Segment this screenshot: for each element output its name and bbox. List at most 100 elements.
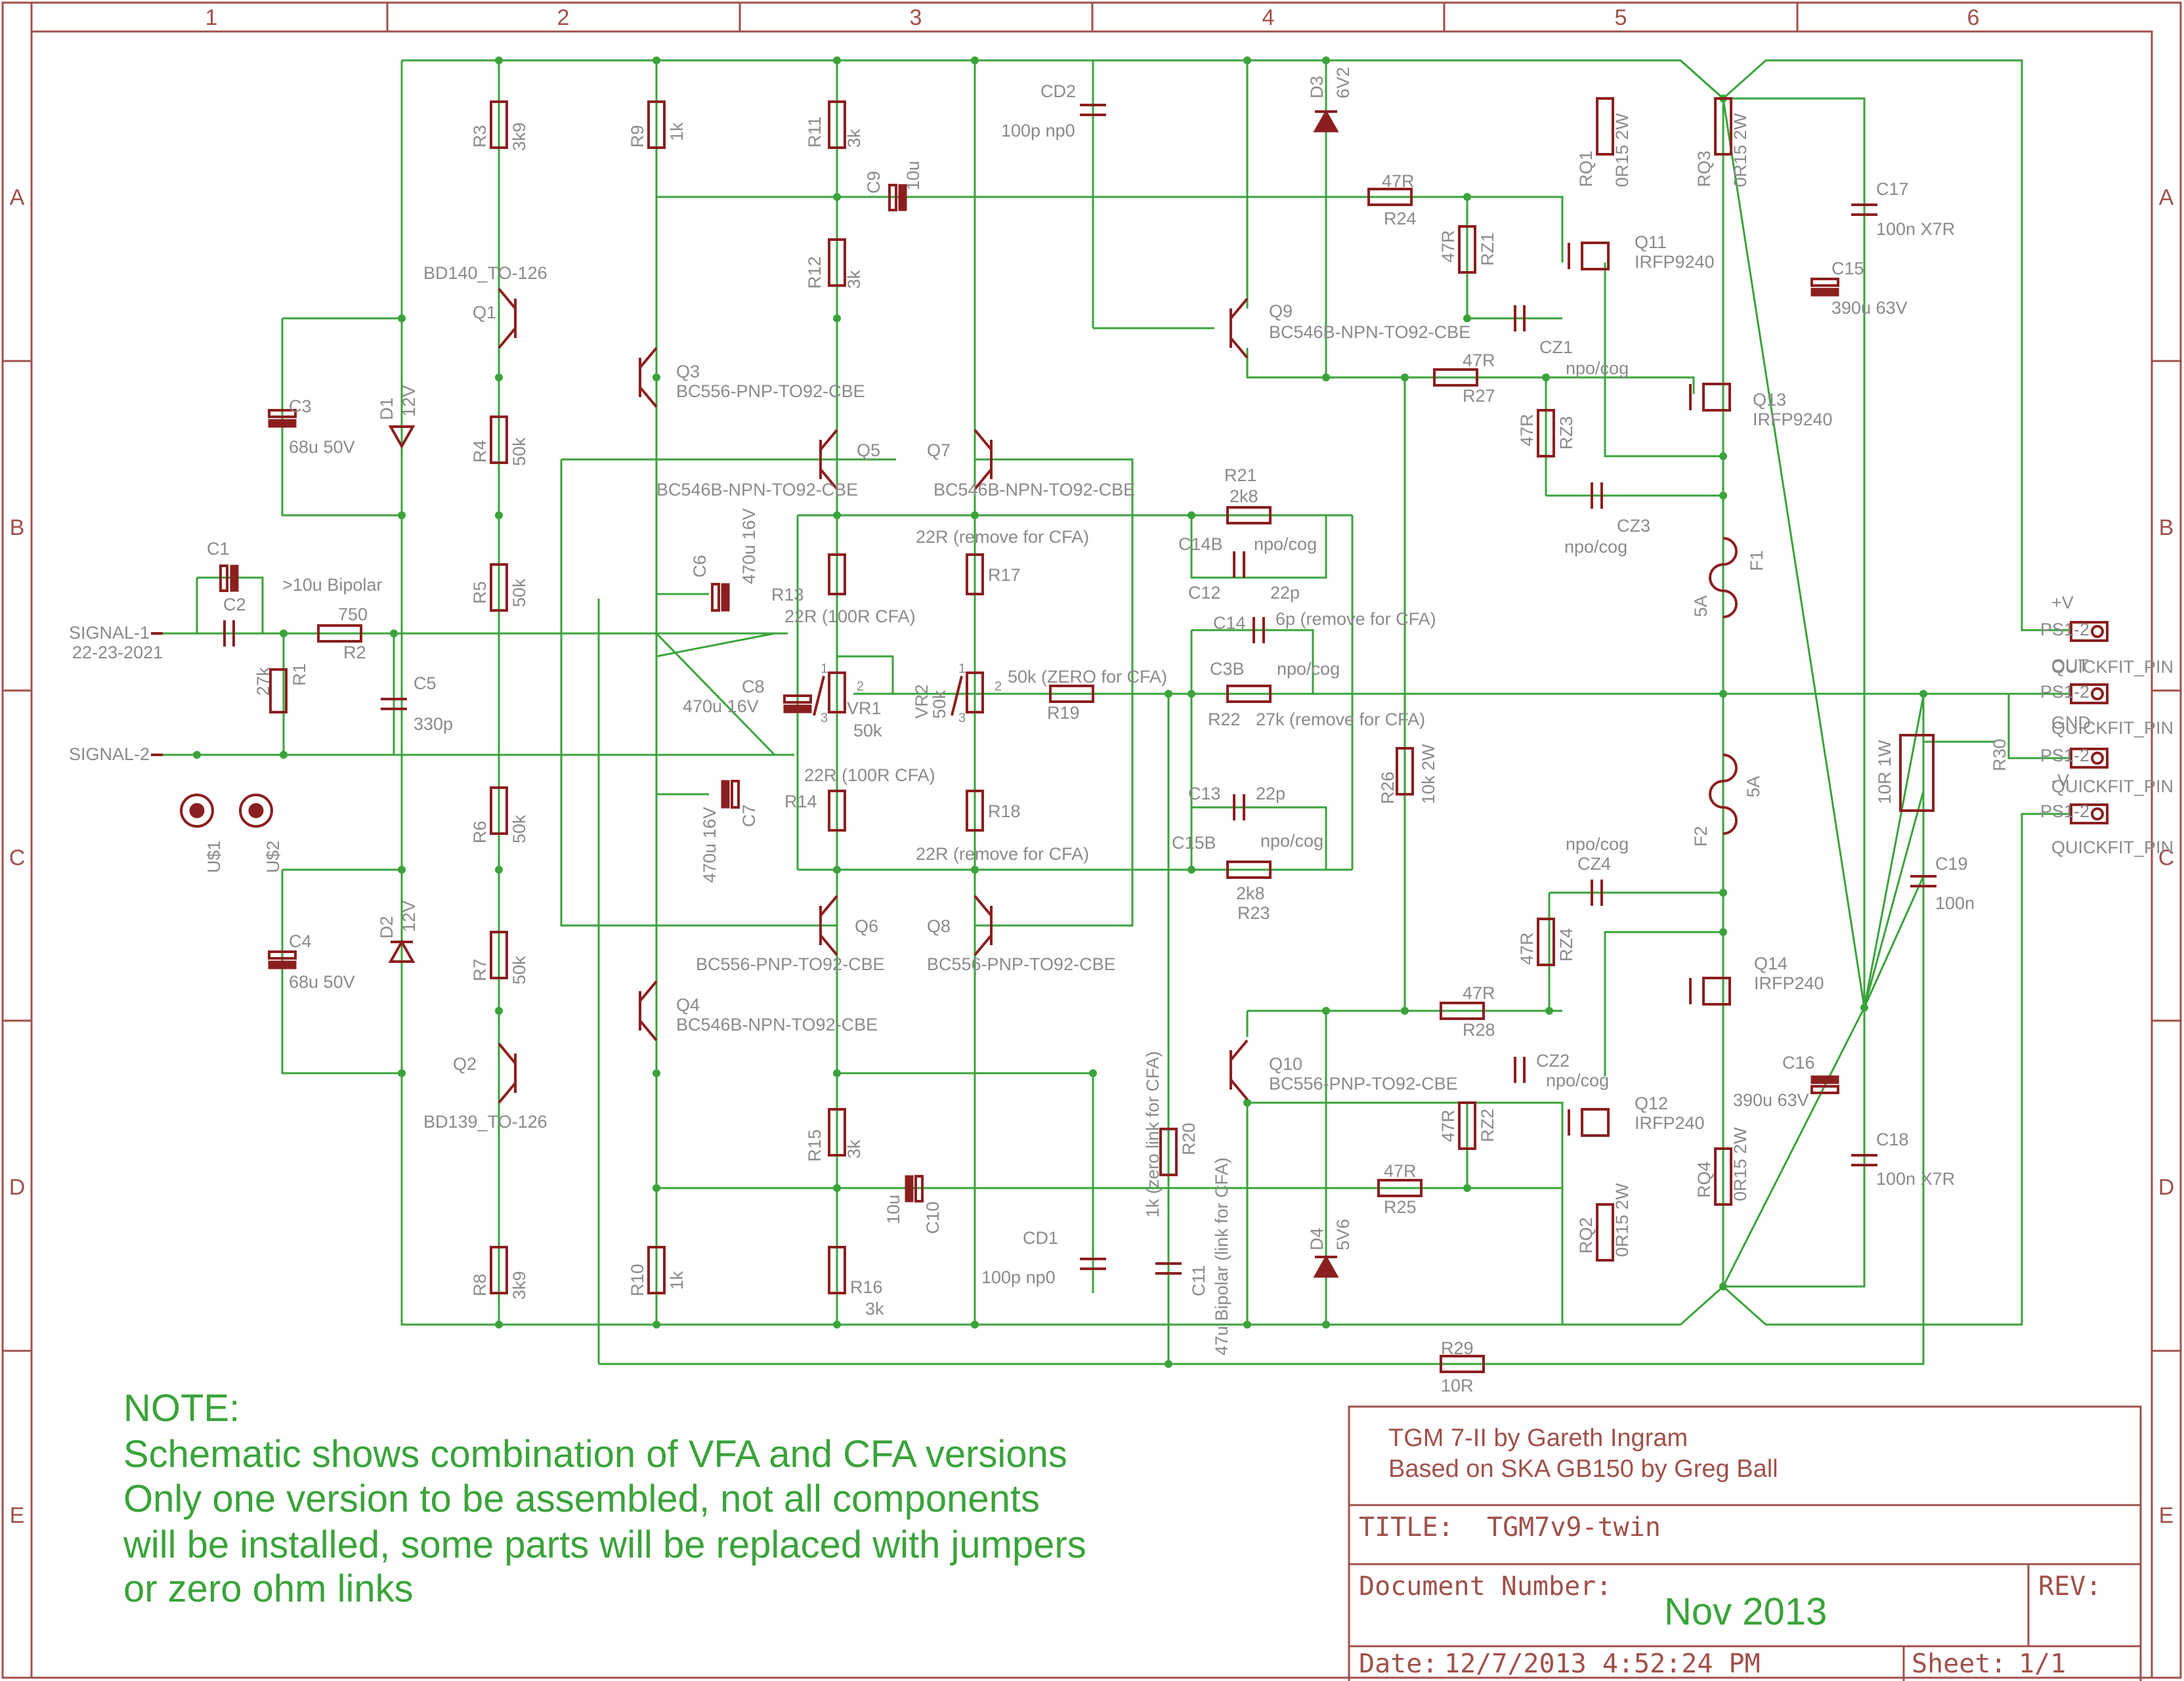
r4-body[interactable] <box>490 415 508 464</box>
rq4-body[interactable] <box>1714 1147 1732 1206</box>
q8-transistor[interactable] <box>974 895 993 956</box>
r13-body[interactable] <box>828 553 846 595</box>
c10-cap[interactable] <box>905 1175 924 1202</box>
r22-body[interactable] <box>1226 685 1272 703</box>
rz4-body[interactable] <box>1537 918 1555 966</box>
rz3-body[interactable] <box>1537 409 1555 457</box>
d1-diode[interactable] <box>388 425 416 450</box>
rq1-body[interactable] <box>1596 97 1614 156</box>
r9-body[interactable] <box>647 100 666 149</box>
q12-mosfet[interactable] <box>1568 1108 1610 1137</box>
c14b-c12-cap[interactable] <box>1233 551 1245 578</box>
r19-body[interactable] <box>1049 685 1094 703</box>
vr1-pot[interactable] <box>813 671 846 716</box>
r6-body[interactable] <box>490 786 508 835</box>
c8-cap[interactable] <box>783 694 812 713</box>
label-q2t: BD139_TO-126 <box>423 1112 547 1132</box>
c7-cap[interactable] <box>721 780 740 809</box>
q7-transistor[interactable] <box>974 429 993 490</box>
r3-body[interactable] <box>490 100 508 149</box>
r7-body[interactable] <box>490 931 508 979</box>
q9-transistor[interactable] <box>1230 297 1249 359</box>
f2-fuse[interactable] <box>1709 754 1738 835</box>
r2-body[interactable] <box>317 624 362 643</box>
rq2-body[interactable] <box>1596 1203 1614 1262</box>
r14-body[interactable] <box>828 790 846 832</box>
label-rz3t: 47R <box>1517 414 1537 446</box>
d4-diode[interactable] <box>1313 1254 1339 1278</box>
c5-cap[interactable] <box>381 698 407 710</box>
f1-fuse[interactable] <box>1709 537 1738 618</box>
cz1-cap[interactable] <box>1514 305 1526 331</box>
connector-gnd[interactable] <box>2070 748 2109 769</box>
label-c8v: 470u 16V <box>683 696 759 716</box>
label-c5: C5 <box>414 673 437 693</box>
connector-out[interactable] <box>2070 683 2109 704</box>
cz4-cap[interactable] <box>1591 880 1603 906</box>
q10-transistor[interactable] <box>1230 1039 1249 1101</box>
c2-cap[interactable] <box>223 620 235 647</box>
rz2-body[interactable] <box>1458 1101 1476 1150</box>
q3-transistor[interactable] <box>639 347 658 408</box>
r26-body[interactable] <box>1396 747 1414 796</box>
c13-c15b-cap[interactable] <box>1233 794 1245 820</box>
r10-body[interactable] <box>647 1246 666 1294</box>
r30-body[interactable] <box>1899 734 1935 812</box>
r29-body[interactable] <box>1440 1355 1485 1373</box>
cz2-cap[interactable] <box>1514 1057 1526 1083</box>
rq3-body[interactable] <box>1714 97 1732 156</box>
label-vr1p1: 1 <box>821 662 828 676</box>
q2-transistor[interactable] <box>498 1042 517 1104</box>
q11-mosfet[interactable] <box>1568 242 1610 270</box>
c15-cap[interactable] <box>1810 278 1839 297</box>
r11-body[interactable] <box>828 100 846 149</box>
label-d2: D2 <box>377 916 396 939</box>
r18-body[interactable] <box>966 790 984 832</box>
c16-cap[interactable] <box>1810 1075 1839 1094</box>
vr2-pot[interactable] <box>951 671 984 716</box>
r25-body[interactable] <box>1377 1179 1423 1197</box>
c17-cap[interactable] <box>1851 203 1877 216</box>
label-c17: C17 <box>1876 179 1909 199</box>
q4-transistor[interactable] <box>639 980 658 1042</box>
row-a-left: A <box>10 185 25 210</box>
r20-body[interactable] <box>1159 1128 1178 1176</box>
connector-minus-v[interactable] <box>2070 803 2109 824</box>
cd2-cap[interactable] <box>1080 104 1106 116</box>
r15-body[interactable] <box>828 1108 846 1157</box>
cd1-cap[interactable] <box>1080 1258 1106 1270</box>
r16-body[interactable] <box>828 1246 846 1294</box>
q1-transistor[interactable] <box>498 287 517 349</box>
r27-body[interactable] <box>1433 368 1478 387</box>
r23-body[interactable] <box>1226 861 1272 879</box>
c9-cap[interactable] <box>888 184 907 211</box>
c19-cap[interactable] <box>1910 875 1937 887</box>
c6-cap[interactable] <box>711 583 730 612</box>
c18-cap[interactable] <box>1851 1154 1877 1166</box>
c1-cap[interactable] <box>219 564 239 592</box>
c14-c3b-cap[interactable] <box>1253 617 1265 643</box>
q6-transistor[interactable] <box>819 895 838 956</box>
r1-body[interactable] <box>269 668 288 713</box>
label-cz1: CZ1 <box>1539 337 1573 357</box>
c3-cap[interactable] <box>268 409 297 428</box>
label-vr1: VR1 <box>847 698 882 718</box>
r12-body[interactable] <box>828 238 846 287</box>
rz1-body[interactable] <box>1458 225 1476 274</box>
r8-body[interactable] <box>490 1246 508 1294</box>
d3-diode[interactable] <box>1313 109 1339 133</box>
q14-mosfet[interactable] <box>1689 977 1731 1006</box>
d2-diode[interactable] <box>388 939 416 963</box>
r17-body[interactable] <box>966 553 984 595</box>
c11-cap[interactable] <box>1155 1262 1182 1275</box>
connector-plus-v[interactable] <box>2070 621 2109 642</box>
q5-transistor[interactable] <box>819 429 838 490</box>
label-r4: R4 <box>470 440 490 463</box>
r5-body[interactable] <box>490 563 508 612</box>
r21-body[interactable] <box>1226 506 1272 524</box>
q13-mosfet[interactable] <box>1689 383 1731 412</box>
r28-body[interactable] <box>1440 1002 1485 1020</box>
cz3-cap[interactable] <box>1591 482 1603 509</box>
c4-cap[interactable] <box>268 950 297 969</box>
r24-body[interactable] <box>1367 188 1413 206</box>
